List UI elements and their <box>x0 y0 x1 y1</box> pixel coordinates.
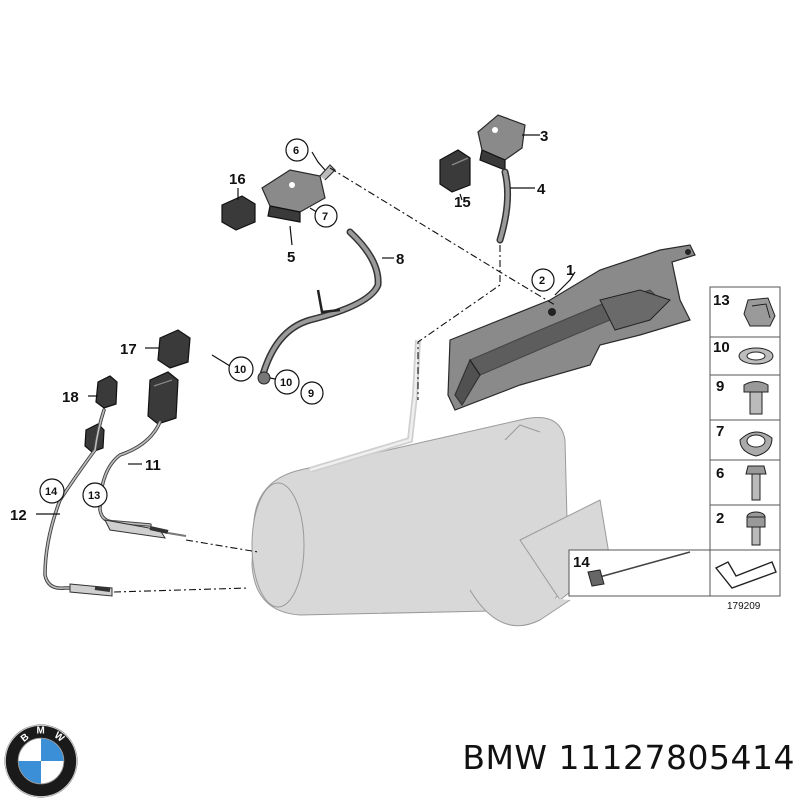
hose-part-8 <box>257 228 382 385</box>
callout-15: 15 <box>454 194 471 211</box>
callout-12: 12 <box>10 507 27 524</box>
part-number-caption: BMW 11127805414 <box>462 738 795 777</box>
legend-label-10: 10 <box>713 339 730 356</box>
callout-10-a: 10 <box>234 364 246 376</box>
parts-legend: 13 10 9 7 6 2 14 179209 <box>568 286 781 612</box>
callout-2: 2 <box>539 275 545 287</box>
callout-7: 7 <box>322 211 328 223</box>
hose-part-4 <box>496 168 512 244</box>
legend-label-13: 13 <box>713 292 730 309</box>
legend-label-9: 9 <box>716 378 724 395</box>
callout-14: 14 <box>45 486 58 498</box>
particulate-filter <box>251 417 611 627</box>
callout-5: 5 <box>287 249 295 266</box>
pressure-sensor-part-3 <box>477 114 526 171</box>
callout-8: 8 <box>396 251 404 268</box>
legend-label-6: 6 <box>716 465 724 482</box>
svg-text:M: M <box>36 726 44 737</box>
plug-part-15 <box>439 149 471 193</box>
sensor-part-17 <box>147 329 191 425</box>
callout-17: 17 <box>120 341 137 358</box>
callout-6: 6 <box>293 145 299 157</box>
bmw-logo: B M W <box>4 724 78 798</box>
bracket-part-1 <box>447 244 696 411</box>
legend-label-14: 14 <box>573 554 590 571</box>
callout-10-b: 10 <box>280 377 292 389</box>
callout-11: 11 <box>145 457 161 474</box>
callout-9: 9 <box>308 388 314 400</box>
drawing-number: 179209 <box>727 601 761 612</box>
legend-label-2: 2 <box>716 510 724 527</box>
legend-label-7: 7 <box>716 423 724 440</box>
callout-4: 4 <box>537 181 546 198</box>
callout-18: 18 <box>62 389 79 406</box>
wire-part-11 <box>98 420 187 539</box>
plug-part-16 <box>221 195 256 231</box>
pressure-sensor-part-5 <box>261 164 336 223</box>
callout-13: 13 <box>88 490 100 502</box>
callout-1: 1 <box>566 262 574 279</box>
callout-16: 16 <box>229 171 246 188</box>
callout-3: 3 <box>540 128 548 145</box>
